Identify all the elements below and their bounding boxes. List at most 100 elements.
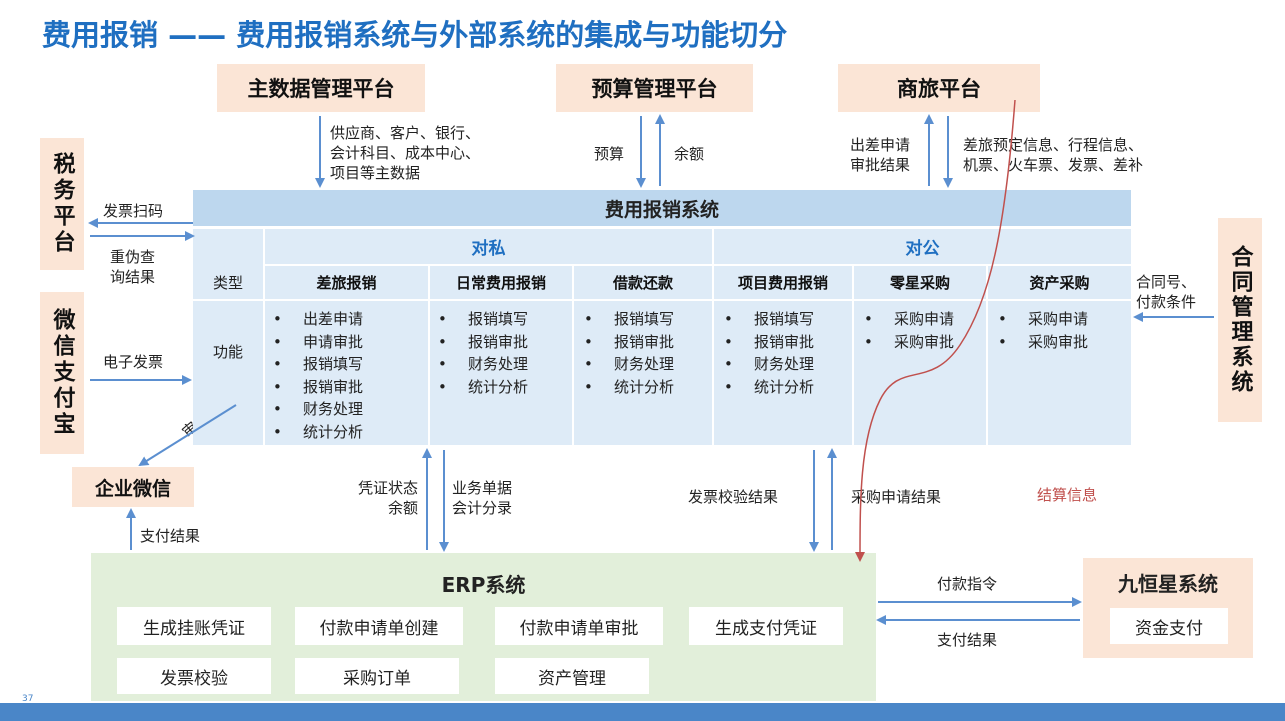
tax-platform-box: 税务平台 (40, 138, 84, 270)
row-label-type: 类型 (212, 274, 243, 292)
invoice-scan-label: 发票扫码 (103, 202, 164, 220)
travel-expense-functions: 出差申请 申请审批 报销填写 报销审批 财务处理 统计分析 (273, 308, 363, 443)
function-item: 统计分析 (724, 376, 814, 399)
function-item: 采购审批 (998, 331, 1088, 354)
contract-info-label: 合同号、 付款条件 (1136, 272, 1196, 312)
page-number: 37 (22, 694, 34, 704)
contract-system-box: 合同管理系统 (1218, 218, 1262, 422)
travel-platform-box: 商旅平台 (838, 64, 1040, 112)
function-item: 报销审批 (273, 376, 363, 399)
erp-system-title: ERP系统 (441, 573, 526, 597)
master-data-line-3: 项目等主数据 (330, 164, 421, 182)
master-data-platform-box: 主数据管理平台 (217, 64, 425, 112)
master-data-line-2: 会计科目、成本中心、 (330, 144, 481, 162)
payment-command-label: 付款指令 (937, 575, 998, 593)
travel-booking-line-1: 差旅预定信息、行程信息、 (963, 136, 1144, 154)
table-divider (193, 299, 1131, 301)
function-item: 报销填写 (273, 353, 363, 376)
function-item: 报销填写 (438, 308, 528, 331)
purchase-request-result-label: 采购申请结果 (851, 488, 942, 506)
function-item: 统计分析 (438, 376, 528, 399)
master-data-label: 供应商、客户、银行、 会计科目、成本中心、 项目等主数据 (330, 123, 480, 183)
table-divider (572, 266, 574, 445)
table-divider (712, 229, 714, 445)
table-divider (263, 264, 1131, 266)
tax-platform-label: 税务平台 (49, 152, 75, 256)
invoice-check-result-label: 发票校验结果 (688, 488, 779, 506)
erp-system-box: ERP系统 生成挂账凭证 付款申请单创建 付款申请单审批 生成支付凭证 发票校验… (91, 553, 876, 701)
erp-module-purchase-order: 采购订单 (295, 658, 459, 694)
group-corporate: 对公 (905, 239, 940, 259)
table-divider (852, 266, 854, 445)
function-item: 财务处理 (438, 353, 528, 376)
voucher-status-label: 凭证状态 余额 (338, 478, 418, 518)
group-private: 对私 (471, 239, 506, 259)
jiuhengxing-system-box: 九恒星系统 资金支付 (1083, 558, 1253, 658)
travel-request-line-1: 出差申请 (850, 136, 911, 154)
loan-repay-functions: 报销填写 报销审批 财务处理 统计分析 (584, 308, 674, 398)
page-title: 费用报销 —— 费用报销系统与外部系统的集成与功能切分 (42, 18, 788, 52)
business-doc-label: 业务单据 会计分录 (452, 478, 512, 518)
function-item: 报销填写 (584, 308, 674, 331)
function-item: 出差申请 (273, 308, 363, 331)
sporadic-purchase-functions: 采购申请 采购审批 (864, 308, 954, 353)
function-item: 采购审批 (864, 331, 954, 354)
col-daily-expense: 日常费用报销 (455, 274, 546, 292)
table-divider (986, 266, 988, 445)
business-doc-line-1: 业务单据 (452, 479, 513, 497)
arrow-approval-reminder (138, 404, 237, 467)
business-doc-line-2: 会计分录 (452, 499, 513, 517)
travel-request-line-2: 审批结果 (850, 156, 911, 174)
function-item: 采购申请 (864, 308, 954, 331)
erp-pay-result-label: 支付结果 (937, 631, 998, 649)
col-travel-expense: 差旅报销 (316, 274, 377, 292)
contract-system-label: 合同管理系统 (1227, 245, 1253, 395)
function-item: 统计分析 (273, 421, 363, 444)
voucher-status-line-2: 余额 (387, 499, 418, 517)
expense-function-table: 对私 对公 类型 功能 差旅报销 日常费用报销 借款还款 项目费用报销 零星采购… (193, 229, 1131, 445)
asset-purchase-functions: 采购申请 采购审批 (998, 308, 1088, 353)
function-item: 统计分析 (584, 376, 674, 399)
function-item: 财务处理 (584, 353, 674, 376)
settlement-info-label: 结算信息 (1037, 486, 1098, 504)
wechat-alipay-box: 微信支付宝 (40, 292, 84, 454)
function-item: 报销审批 (724, 331, 814, 354)
function-item: 报销审批 (438, 331, 528, 354)
wecom-pay-result-label: 支付结果 (140, 527, 201, 545)
erp-module-accrual-voucher: 生成挂账凭证 (117, 607, 271, 645)
master-data-line-1: 供应商、客户、银行、 (330, 124, 481, 142)
contract-info-line-2: 付款条件 (1136, 293, 1197, 311)
function-item: 财务处理 (273, 398, 363, 421)
erp-module-payment-voucher: 生成支付凭证 (689, 607, 843, 645)
col-sporadic-purchase: 零星采购 (889, 274, 950, 292)
wecom-box: 企业微信 (72, 467, 194, 507)
voucher-status-line-1: 凭证状态 (357, 479, 418, 497)
jiuhengxing-system-title: 九恒星系统 (1118, 572, 1218, 596)
verify-result-label: 重伪查 询结果 (110, 247, 155, 287)
budget-platform-box: 预算管理平台 (556, 64, 753, 112)
budget-label: 预算 (594, 145, 625, 163)
function-item: 报销填写 (724, 308, 814, 331)
function-item: 采购申请 (998, 308, 1088, 331)
verify-result-line-2: 询结果 (110, 268, 156, 286)
wechat-alipay-label: 微信支付宝 (49, 308, 75, 438)
col-asset-purchase: 资产采购 (1029, 274, 1090, 292)
verify-result-line-1: 重伪查 (110, 248, 156, 266)
erp-module-payment-request-approve: 付款申请单审批 (495, 607, 663, 645)
expense-system-title: 费用报销系统 (193, 190, 1131, 226)
erp-module-asset-management: 资产管理 (495, 658, 649, 694)
function-item: 申请审批 (273, 331, 363, 354)
daily-expense-functions: 报销填写 报销审批 财务处理 统计分析 (438, 308, 528, 398)
e-invoice-label: 电子发票 (103, 353, 164, 371)
function-item: 报销审批 (584, 331, 674, 354)
row-label-function: 功能 (212, 342, 243, 361)
balance-label: 余额 (674, 145, 705, 163)
table-divider (428, 266, 430, 445)
arrow-settlement-info (855, 99, 1016, 562)
table-divider (263, 229, 265, 445)
erp-module-invoice-check: 发票校验 (117, 658, 271, 694)
col-loan-repay: 借款还款 (612, 274, 673, 292)
travel-request-label: 出差申请 审批结果 (850, 135, 910, 175)
fund-payment-module: 资金支付 (1110, 608, 1228, 644)
